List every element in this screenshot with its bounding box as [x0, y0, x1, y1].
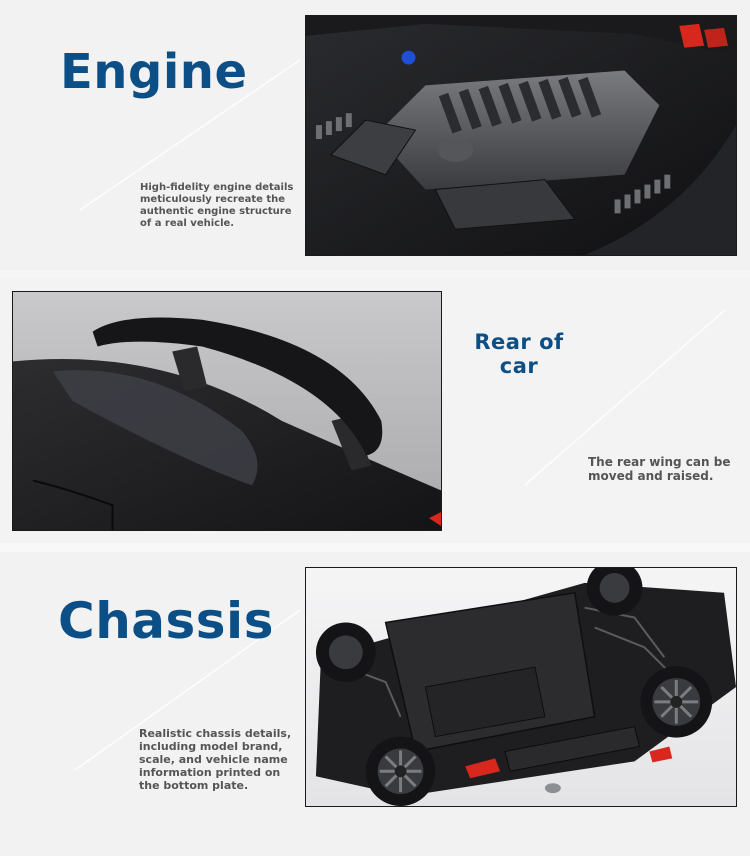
- rear-wing-photo: [12, 291, 442, 531]
- rear-heading-line1: Rear of: [474, 330, 564, 354]
- chassis-description: Realistic chassis details, including mod…: [139, 727, 292, 792]
- engine-heading: Engine: [60, 44, 248, 100]
- chassis-photo: [305, 567, 737, 807]
- engine-description: High-fidelity engine details meticulousl…: [140, 182, 294, 229]
- engine-photo: [305, 15, 737, 256]
- rear-heading-line2: car: [499, 354, 539, 378]
- rear-heading: Rear of car: [467, 330, 571, 378]
- chassis-heading: Chassis: [58, 592, 274, 650]
- rear-description: The rear wing can be moved and raised.: [588, 455, 731, 483]
